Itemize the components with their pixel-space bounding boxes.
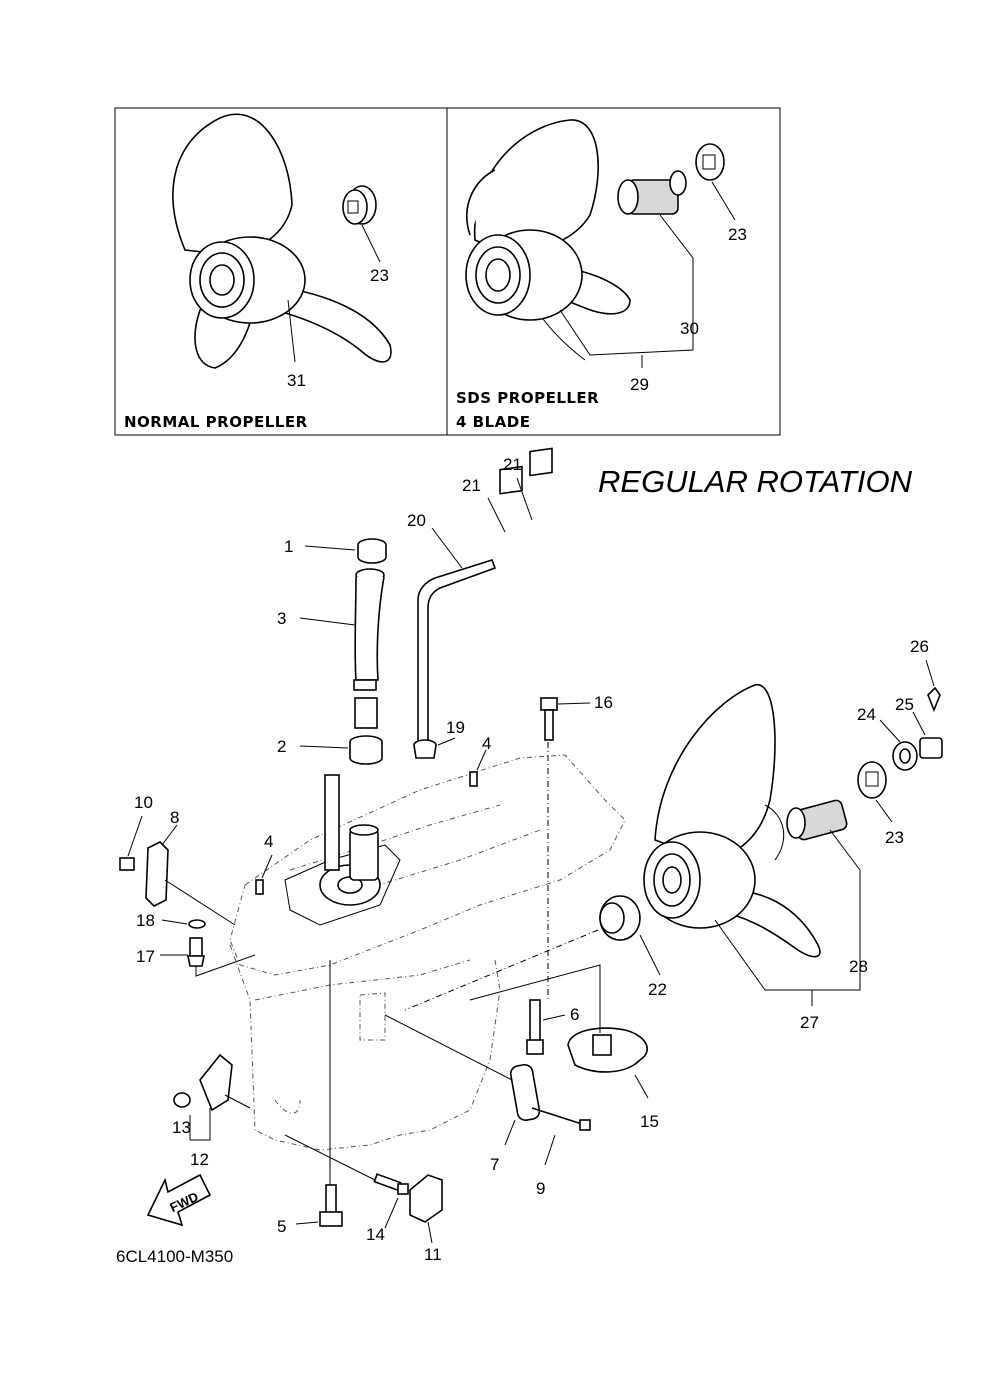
callout-5: 5 bbox=[277, 1217, 286, 1236]
part-7-9-anode-screw bbox=[384, 1014, 591, 1166]
part-2-grommet bbox=[299, 735, 383, 765]
part-16-bolt bbox=[540, 697, 591, 1000]
part-19-bushing bbox=[413, 737, 456, 759]
part-24-25-26-nut-set bbox=[879, 659, 943, 771]
callout-9: 9 bbox=[536, 1179, 545, 1198]
part-5-bolt bbox=[295, 960, 343, 1227]
part-23-washer bbox=[857, 761, 893, 823]
shift-shaft-drawing bbox=[324, 774, 379, 881]
sds-propeller-drawing bbox=[465, 119, 631, 361]
callout-8: 8 bbox=[170, 808, 179, 827]
diagram-title: REGULAR ROTATION bbox=[598, 464, 913, 499]
callout-20: 20 bbox=[407, 511, 426, 530]
part-22-seal bbox=[404, 895, 661, 1011]
callout-13: 13 bbox=[172, 1118, 191, 1137]
callout-12: 12 bbox=[190, 1150, 209, 1169]
inset-sds-leader-30 bbox=[559, 214, 694, 356]
part-14-bolt bbox=[284, 1134, 409, 1229]
callout-24: 24 bbox=[857, 705, 876, 724]
callout-1: 1 bbox=[284, 537, 293, 556]
part-17-18-fittings bbox=[160, 919, 256, 977]
callout-2: 2 bbox=[277, 737, 286, 756]
callout-21a: 21 bbox=[462, 476, 481, 495]
callout-11: 11 bbox=[424, 1245, 442, 1264]
callout-22: 22 bbox=[648, 980, 667, 999]
inset-sds-label-line1: SDS PROPELLER bbox=[456, 389, 599, 407]
callout-17: 17 bbox=[136, 947, 155, 966]
callout-3: 3 bbox=[277, 609, 286, 628]
inset-sds-label-line2: 4 BLADE bbox=[456, 413, 530, 431]
callout-6: 6 bbox=[570, 1005, 579, 1024]
part-11-cover bbox=[409, 1174, 443, 1244]
callout-21b: 21 bbox=[503, 455, 522, 474]
inset-normal-label: NORMAL PROPELLER bbox=[124, 413, 308, 431]
callout-14: 14 bbox=[366, 1225, 385, 1244]
callout-18: 18 bbox=[136, 911, 155, 930]
washer-23-sds-drawing bbox=[695, 143, 736, 221]
drawing-code: 6CL4100-M350 bbox=[116, 1247, 233, 1266]
callout-19: 19 bbox=[446, 718, 465, 737]
inset-sds-callout-30: 30 bbox=[680, 319, 699, 338]
callout-15: 15 bbox=[640, 1112, 659, 1131]
callout-4a: 4 bbox=[482, 734, 491, 753]
part-28-spline-hub bbox=[786, 799, 861, 871]
callout-10: 10 bbox=[134, 793, 153, 812]
washer-23-normal-drawing bbox=[342, 185, 381, 263]
inset-normal-callout-23: 23 bbox=[370, 266, 389, 285]
inset-sds-callout-23: 23 bbox=[728, 225, 747, 244]
normal-propeller-drawing bbox=[172, 113, 392, 369]
callout-25: 25 bbox=[895, 695, 914, 714]
part-3-water-tube bbox=[299, 568, 385, 729]
lower-case-housing-outline bbox=[229, 754, 626, 1151]
fwd-arrow[interactable]: FWD bbox=[146, 1173, 212, 1227]
part-6-bolt bbox=[526, 999, 566, 1055]
spline-hub-30-drawing bbox=[617, 170, 687, 215]
part-12-13-plate bbox=[173, 1053, 251, 1141]
part-20-rod bbox=[417, 527, 497, 751]
callout-23: 23 bbox=[885, 828, 904, 847]
callout-26: 26 bbox=[910, 637, 929, 656]
part-8-10-clip bbox=[119, 815, 236, 926]
inset-sds-callout-29: 29 bbox=[630, 375, 649, 394]
callout-4b: 4 bbox=[264, 832, 273, 851]
part-21-plates bbox=[487, 447, 553, 533]
inset-normal-callout-31: 31 bbox=[287, 371, 306, 390]
part-4-dowel-pins bbox=[255, 749, 487, 895]
part-15-anode bbox=[469, 964, 649, 1099]
callout-27: 27 bbox=[800, 1013, 819, 1032]
callout-28: 28 bbox=[849, 957, 868, 976]
callout-16: 16 bbox=[594, 693, 613, 712]
callout-7: 7 bbox=[490, 1155, 499, 1174]
main-propeller-drawing bbox=[643, 684, 861, 1006]
inset-frame bbox=[114, 107, 781, 436]
part-1-seal bbox=[304, 538, 387, 564]
